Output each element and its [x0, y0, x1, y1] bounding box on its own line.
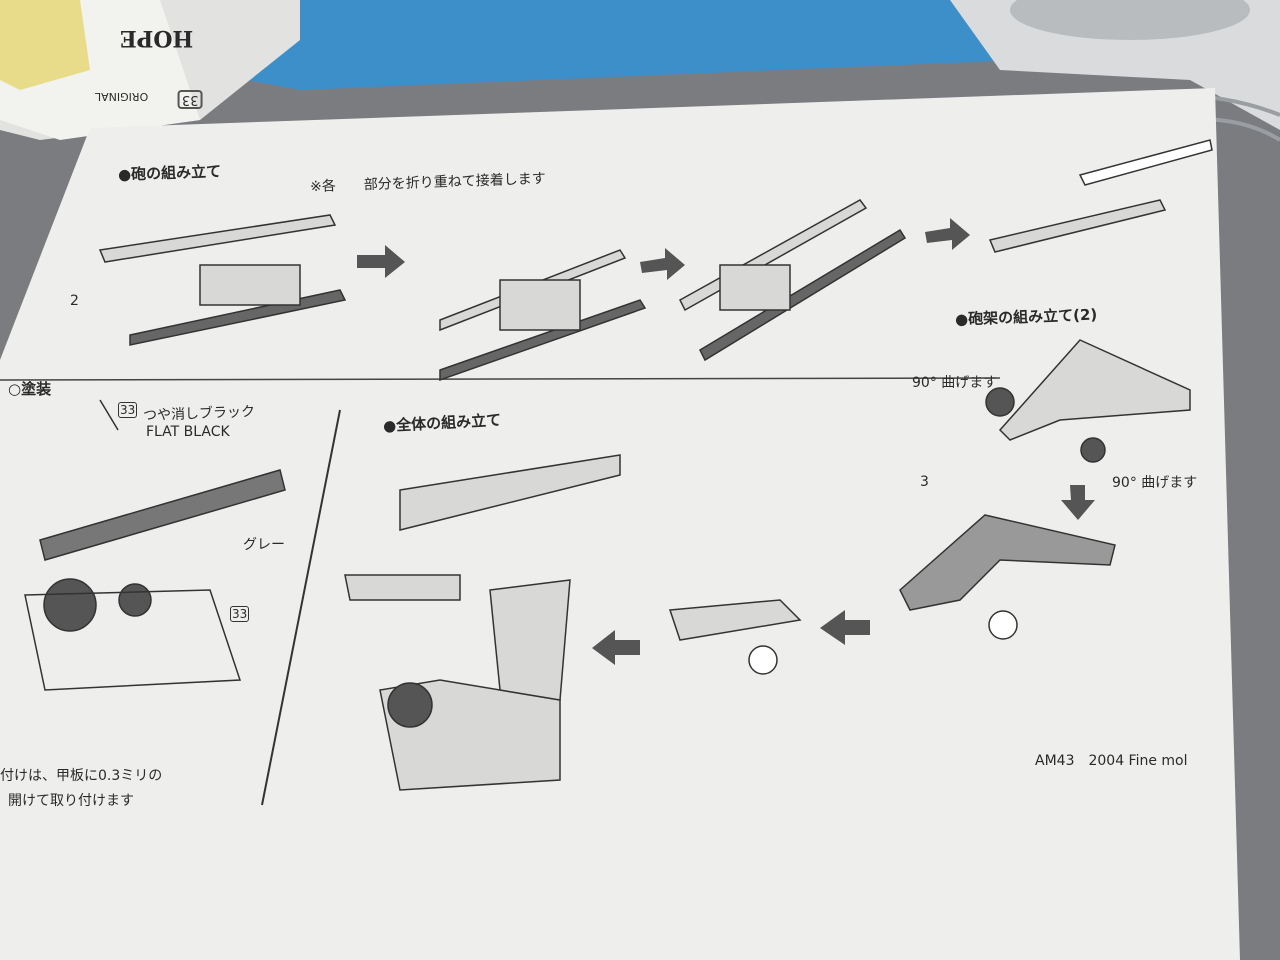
- note-line-1: 付けは、甲板に0.3ミリの: [0, 768, 163, 784]
- bend-label-1: 90° 曲げます: [912, 375, 998, 391]
- gun-assembly-title: ●砲の組み立て: [117, 162, 222, 184]
- arrow-right-icon: [357, 245, 405, 278]
- box-brand: HOPE: [120, 25, 194, 51]
- gun-diagram: [24, 139, 1213, 791]
- paint-name-jp: つや消しブラック: [142, 404, 256, 424]
- part-number-2: 2: [70, 293, 79, 309]
- bend-label-2: 90° 曲げます: [1112, 475, 1198, 491]
- paint-code-badge-2: 33: [230, 606, 250, 622]
- paint-code-badge: 33: [118, 402, 138, 418]
- arrows: [357, 218, 1095, 665]
- arrow-down-icon: [1061, 485, 1095, 520]
- box-number: 33: [178, 90, 203, 109]
- box-sub: ORIGINAL: [95, 90, 149, 103]
- note-line-2: 開けて取り付けます: [8, 793, 134, 809]
- metal-dish: [1010, 0, 1250, 40]
- part-number-3: 3: [920, 474, 929, 490]
- painting-title: ○塗装: [8, 380, 52, 398]
- arrow-left-icon: [820, 610, 870, 645]
- arrow-right-icon: [640, 248, 685, 280]
- divider: [261, 409, 341, 806]
- arrow-left-icon: [592, 630, 640, 665]
- paint-name-en: FLAT BLACK: [146, 424, 230, 440]
- grey-label: グレー: [243, 537, 285, 553]
- instruction-sheet: [0, 88, 1240, 960]
- sponge: [0, 0, 90, 90]
- blue-sheet: [140, 0, 1020, 90]
- footer-credit: AM43 2004 Fine mol: [1035, 753, 1188, 769]
- arrow-right-icon: [925, 218, 970, 250]
